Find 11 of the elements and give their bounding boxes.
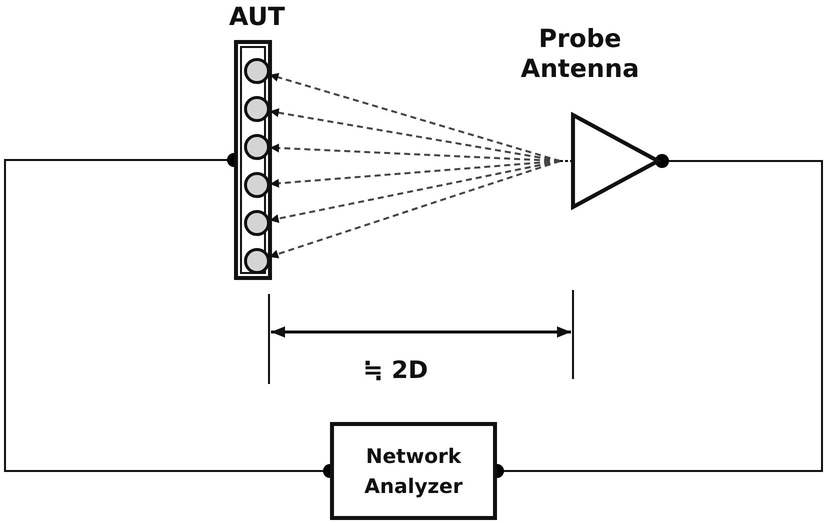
antenna-element-circle	[244, 96, 270, 122]
antenna-element-circle	[244, 210, 270, 236]
instrument-label: Network Analyzer	[363, 443, 464, 500]
component-label: Probe Antenna	[520, 24, 640, 84]
component-label: AUT	[228, 2, 286, 32]
dimension-label: ≒ 2D	[363, 356, 428, 384]
antenna-element-circle	[244, 172, 270, 198]
antenna-element-circle	[244, 58, 270, 84]
antenna-element-circle	[244, 134, 270, 160]
instrument-box	[330, 422, 497, 520]
antenna-element-circle	[244, 248, 270, 274]
